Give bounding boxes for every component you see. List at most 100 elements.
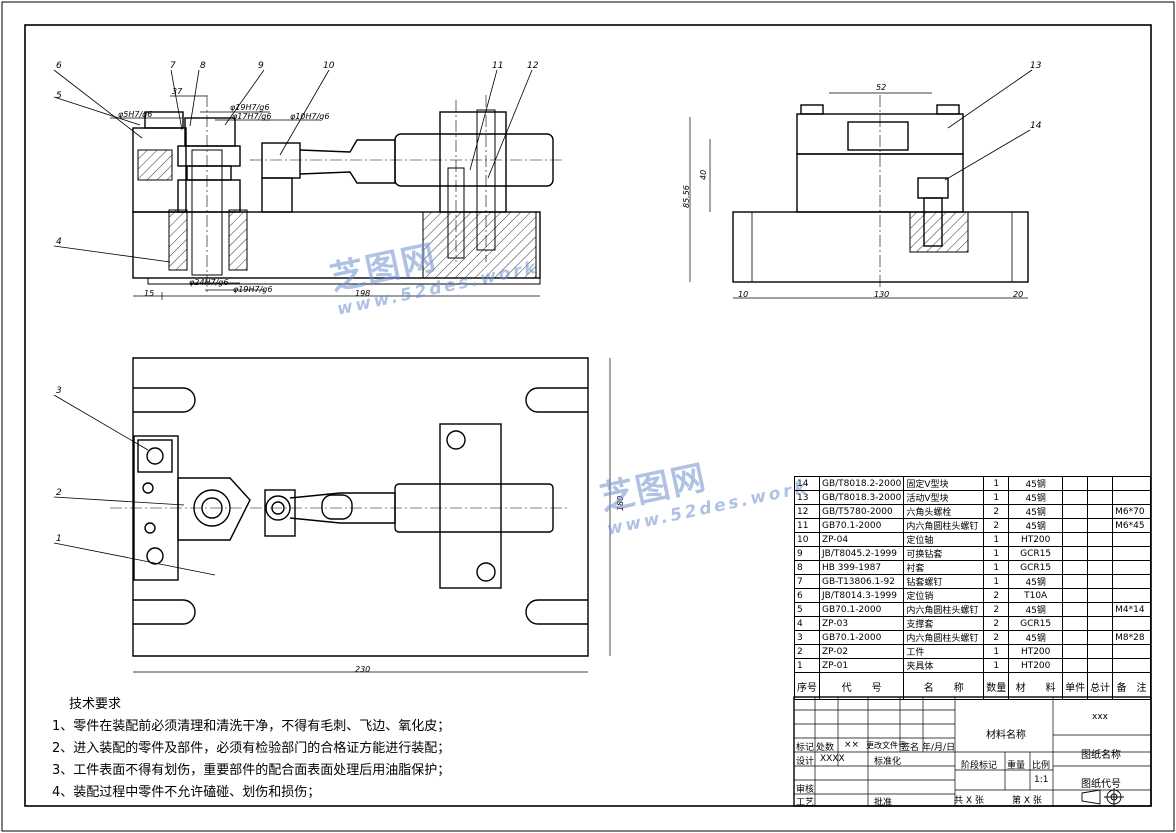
note-item: 1、零件在装配前必须清理和清洗干净，不得有毛刺、飞边、氧化皮； (52, 719, 451, 734)
bom-unit-weight (1062, 644, 1089, 659)
tb-designer: XXXX (820, 754, 845, 764)
bom-note: M8*28 (1112, 630, 1151, 645)
bom-unit-weight (1062, 658, 1089, 673)
balloon-2: 2 (56, 488, 62, 498)
tb-count: 处数 (816, 743, 835, 753)
bom-name: 钻套螺钉 (903, 574, 985, 589)
bom-no: 1 (794, 658, 820, 673)
dim-52: 52 (876, 83, 886, 92)
bom-name: 定位轴 (903, 532, 985, 547)
bom-unit-weight (1062, 490, 1089, 505)
tb-weight: 重量 (1007, 761, 1026, 771)
bom-material: 45钢 (1008, 504, 1064, 519)
bom-note (1112, 546, 1151, 561)
bom-material: 45钢 (1008, 574, 1064, 589)
bom-qty: 2 (983, 504, 1010, 519)
bom-no: 12 (794, 504, 820, 519)
tb-change-doc: 更改文件号 (866, 741, 906, 750)
balloon-leaders (53, 69, 1033, 576)
tb-xx: ×× (844, 740, 860, 750)
bom-note (1112, 476, 1151, 491)
bom-total-weight (1087, 490, 1114, 505)
bom-material: 45钢 (1008, 630, 1064, 645)
bom-code: GB-T13806.1-92 (818, 574, 905, 589)
tb-process: 工艺 (796, 798, 815, 808)
side-dimensions (689, 92, 1028, 299)
top-dim-labels: 230 180 (355, 496, 625, 674)
top-view (110, 357, 589, 657)
bom-header-note: 备 注 (1112, 672, 1151, 700)
bom-name: 六角头螺栓 (903, 504, 985, 519)
dim-10h7: φ10H7/g6 (290, 112, 329, 121)
bom-no: 8 (794, 560, 820, 575)
bom-header-name: 名 称 (903, 672, 985, 700)
bom-header-unit: 单件 (1062, 672, 1089, 700)
bom-code: GB/T5780-2000 (818, 504, 905, 519)
technical-requirements: 技术要求 1、零件在装配前必须清理和清洗干净，不得有毛刺、飞边、氧化皮； 2、进… (52, 694, 450, 804)
balloon-labels: 1 2 3 4 5 6 7 8 9 10 11 12 13 14 (56, 61, 1042, 544)
drawing-frame (24, 24, 1152, 807)
bom-code: ZP-04 (818, 532, 905, 547)
side-dim-labels: 52 40 85.56 10 130 20 (682, 83, 1023, 299)
balloon-10: 10 (323, 61, 335, 71)
bom-material: GCR15 (1008, 616, 1064, 631)
bom-qty: 1 (983, 644, 1010, 659)
bom-material: 45钢 (1008, 476, 1064, 491)
bom-no: 3 (794, 630, 820, 645)
dim-85-56: 85.56 (682, 185, 691, 208)
bom-unit-weight (1062, 518, 1089, 533)
bom-no: 11 (794, 518, 820, 533)
bom-total-weight (1087, 644, 1114, 659)
bom-name: 工件 (903, 644, 985, 659)
tb-design: 设计 (796, 757, 815, 767)
dim-130: 130 (874, 290, 889, 299)
tb-scale: 比例 (1032, 761, 1051, 771)
bom-qty: 2 (983, 630, 1010, 645)
bom-qty: 1 (983, 476, 1010, 491)
bom-unit-weight (1062, 574, 1089, 589)
bom-no: 13 (794, 490, 820, 505)
bom-name: 内六角圆柱头螺钉 (903, 602, 985, 617)
bom-code: GB70.1-2000 (818, 630, 905, 645)
bom-no: 9 (794, 546, 820, 561)
bom-material: T10A (1008, 588, 1064, 603)
dim-37: 37 (172, 87, 183, 96)
bom-name: 定位销 (903, 588, 985, 603)
bom-qty: 1 (983, 574, 1010, 589)
bom-material: HT200 (1008, 644, 1064, 659)
bom-header-material: 材 料 (1008, 672, 1064, 700)
balloon-7: 7 (170, 61, 176, 71)
bom-code: GB70.1-2000 (818, 602, 905, 617)
bom-total-weight (1087, 658, 1114, 673)
bom-note (1112, 644, 1151, 659)
dim-17h7: φ17H7/g6 (232, 112, 271, 121)
bom-total-weight (1087, 504, 1114, 519)
balloon-4: 4 (56, 237, 62, 247)
bom-unit-weight (1062, 560, 1089, 575)
front-view (132, 95, 565, 292)
balloon-9: 9 (258, 61, 264, 71)
dim-19h7-top: φ19H7/g6 (230, 103, 269, 112)
projection-symbol (1081, 788, 1124, 806)
bom-name: 内六角圆柱头螺钉 (903, 518, 985, 533)
bom-no: 4 (794, 616, 820, 631)
bom-header-qty: 数量 (983, 672, 1010, 700)
bom-note (1112, 588, 1151, 603)
bom-total-weight (1087, 518, 1114, 533)
bom-unit-weight (1062, 532, 1089, 547)
bom-unit-weight (1062, 504, 1089, 519)
bom-material: 45钢 (1008, 602, 1064, 617)
bom-code: JB/T8014.3-1999 (818, 588, 905, 603)
bom-no: 14 (794, 476, 820, 491)
balloon-13: 13 (1030, 61, 1042, 71)
tb-scale-value: 1:1 (1034, 775, 1049, 785)
bom-note (1112, 658, 1151, 673)
